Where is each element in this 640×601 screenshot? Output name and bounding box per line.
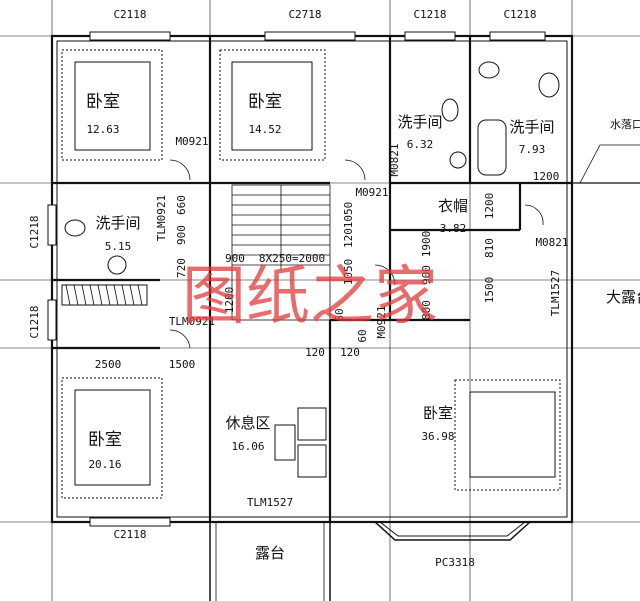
dim-1200c: 1200 — [533, 170, 560, 183]
door-tlm0921-a: TLM0921 — [155, 195, 168, 241]
dim-60a: 60 — [333, 308, 346, 321]
dim-1200b: 1200 — [483, 193, 496, 220]
room-name-master: 卧室 — [423, 404, 453, 422]
room-name-bedroom-tm: 卧室 — [248, 92, 282, 112]
dim-120b: 120 — [305, 346, 325, 359]
dim-1050a: 1050 — [342, 202, 355, 229]
dim-1500b: 1500 — [169, 358, 196, 371]
window-top4: C1218 — [503, 8, 536, 21]
dim-120a: 120 — [342, 228, 355, 248]
dim-1050b: 1050 — [342, 259, 355, 286]
room-name-bath-tr1: 洗手间 — [397, 113, 442, 131]
terrace-big-text: 大露台 — [606, 288, 640, 306]
door-m0821-a: M0821 — [388, 143, 401, 176]
dim-900a: 900 — [175, 225, 188, 245]
dim-660: 660 — [175, 195, 188, 215]
door-tlm1527-r: TLM1527 — [549, 270, 562, 316]
dim-60b: 60 — [356, 329, 369, 342]
dim-1900: 1900 — [420, 231, 433, 258]
dim-120c: 120 — [340, 346, 360, 359]
window-left1: C1218 — [28, 215, 41, 248]
dim-1500a: 1500 — [483, 277, 496, 304]
dim-800: 800 — [420, 300, 433, 320]
door-m0921-c: M0921 — [375, 305, 388, 338]
terrace-label-small: 露台 — [255, 544, 285, 562]
terrace-label-big: 大露台 — [606, 288, 640, 306]
room-area-master: 36.98 — [421, 430, 454, 443]
dim-810: 810 — [483, 238, 496, 258]
room-area-bedroom-tm: 14.52 — [248, 123, 281, 136]
door-tlm0921-b: TLM0921 — [169, 315, 215, 328]
room-area-bedroom-tl: 12.63 — [86, 123, 119, 136]
room-area-bath-left: 5.15 — [105, 240, 132, 253]
dim-720: 720 — [175, 258, 188, 278]
dim-stair: 8X250=2000 — [259, 252, 325, 265]
dim-900b: 900 — [225, 252, 245, 265]
dim-1200a: 1200 — [223, 287, 236, 314]
window-left2: C1218 — [28, 305, 41, 338]
dim-2500: 2500 — [95, 358, 122, 371]
dimension-labels: 660 900 720 1200 900 8X250=2000 1050 120… — [95, 170, 560, 371]
room-name-closet: 衣帽 — [438, 197, 468, 215]
window-bay: PC3318 — [435, 556, 475, 569]
outlet-label: 水落口 — [610, 118, 640, 131]
room-area-bath-tr2: 7.93 — [519, 143, 546, 156]
room-area-bedroom-bl: 20.16 — [88, 458, 121, 471]
window-top2: C2718 — [288, 8, 321, 21]
room-name-bath-tr2: 洗手间 — [509, 118, 554, 136]
window-top1: C2118 — [113, 8, 146, 21]
door-tlm1527-b: TLM1527 — [247, 496, 293, 509]
dim-900c: 900 — [420, 265, 433, 285]
door-m0921-a: M0921 — [175, 135, 208, 148]
room-area-lounge: 16.06 — [231, 440, 264, 453]
door-m0821-b: M0821 — [535, 236, 568, 249]
room-name-bedroom-tl: 卧室 — [86, 92, 120, 112]
window-top3: C1218 — [413, 8, 446, 21]
room-name-lounge: 休息区 — [225, 414, 270, 432]
room-name-bedroom-bl: 卧室 — [88, 430, 122, 450]
window-bottom1: C2118 — [113, 528, 146, 541]
room-area-closet: 3.82 — [440, 222, 467, 235]
room-name-bath-left: 洗手间 — [95, 214, 140, 232]
door-m0921-b: M0921 — [355, 186, 388, 199]
watermark: 图纸之家 — [182, 260, 438, 334]
room-area-bath-tr1: 6.32 — [407, 138, 434, 151]
